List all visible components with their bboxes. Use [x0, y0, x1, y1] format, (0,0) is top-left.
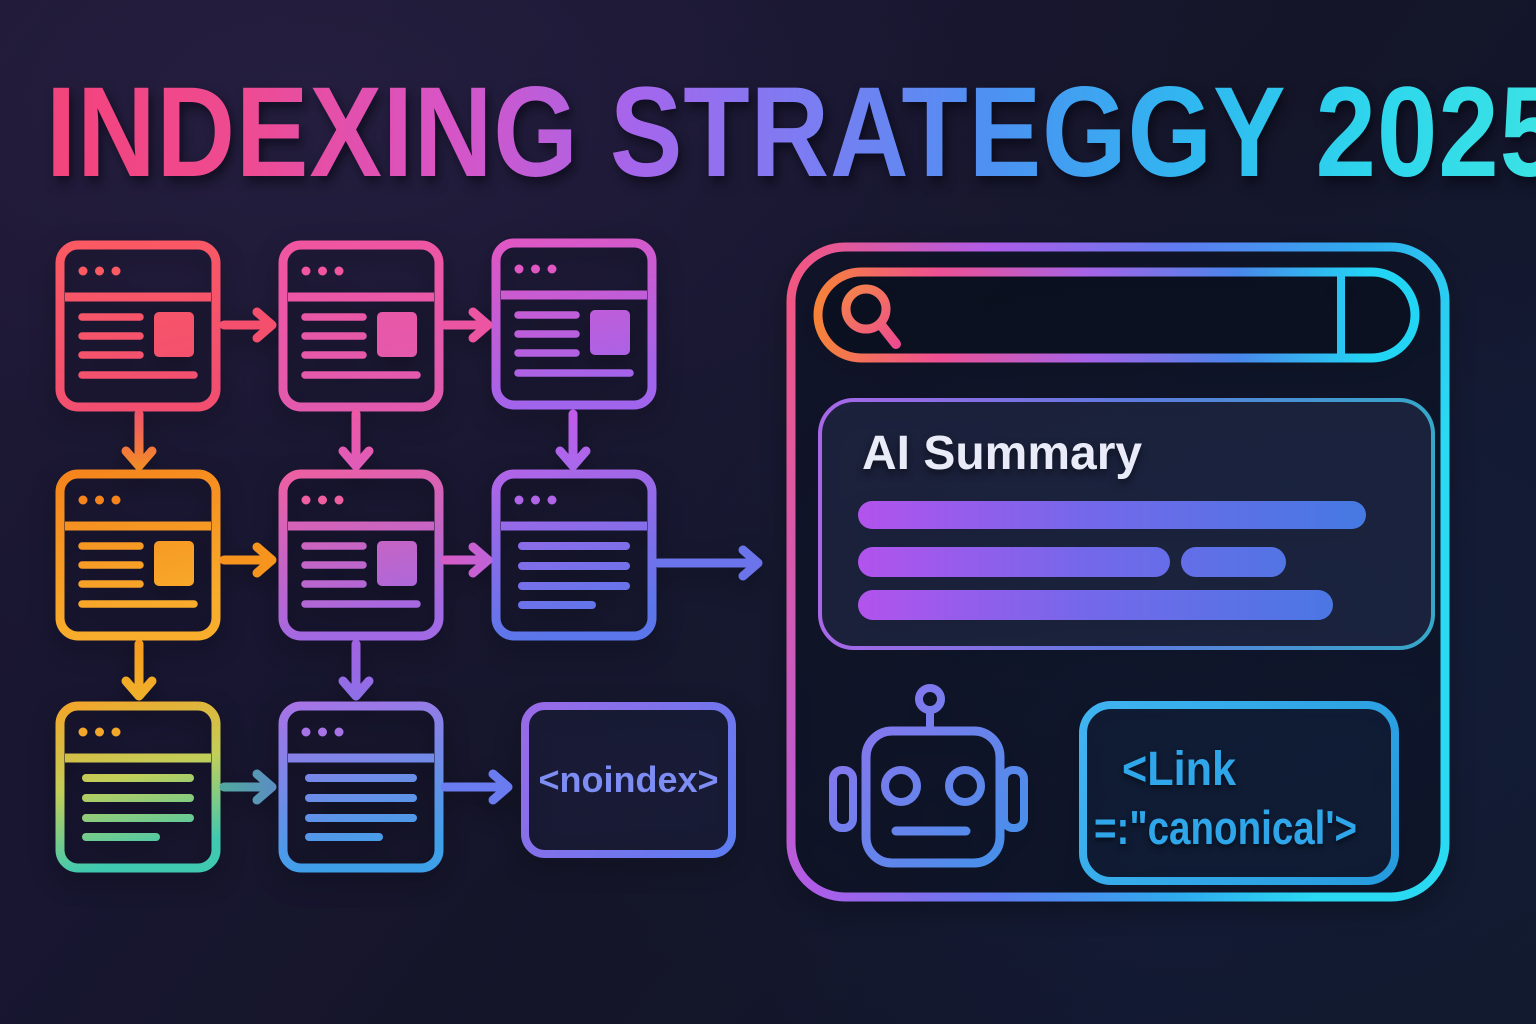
webpage-icon-r2c3 — [491, 469, 657, 641]
noindex-box — [521, 702, 736, 858]
robot-right-eye — [945, 766, 985, 806]
flow-arrow — [121, 639, 157, 701]
robot-left-ear — [829, 766, 857, 832]
webpage-icon-r1c1 — [55, 240, 221, 412]
flow-arrow — [219, 542, 277, 578]
window-dot — [514, 264, 524, 274]
window-dot — [531, 264, 540, 274]
flow-arrow — [440, 769, 513, 805]
robot-antenna-tip — [915, 684, 945, 714]
flow-arrow — [653, 545, 763, 581]
window-dot — [318, 727, 327, 737]
noindex-label: <noindex> — [538, 759, 719, 800]
window-dot — [301, 495, 311, 505]
flow-arrow — [440, 307, 493, 343]
ai-summary-skeleton-bar — [1181, 547, 1286, 577]
window-dot — [334, 495, 344, 505]
canonical-box — [1079, 701, 1399, 885]
page-image-placeholder — [377, 541, 417, 586]
window-dot — [111, 495, 121, 505]
webpage-icon-r1c2 — [278, 240, 444, 412]
window-dot — [78, 266, 88, 276]
canonical-code-line-1: <Link — [1122, 743, 1237, 796]
webpage-icon-r2c1 — [55, 469, 221, 641]
page-title: INDEXING STRATEGGY 2025 — [46, 65, 1536, 200]
window-dot — [95, 495, 104, 505]
flow-arrow — [440, 542, 493, 578]
page-image-placeholder — [590, 310, 630, 355]
window-dot — [547, 264, 557, 274]
flow-arrow — [219, 307, 277, 343]
flowchart-arrows — [121, 307, 763, 805]
window-dot — [318, 266, 327, 276]
window-dot — [78, 495, 88, 505]
ai-summary-skeleton-bar — [858, 590, 1333, 620]
window-dot — [547, 495, 557, 505]
robot-left-eye — [881, 766, 921, 806]
search-bar — [813, 267, 1420, 363]
webpage-icon-r3c2 — [278, 701, 444, 873]
webpage-icon-r1c3 — [491, 238, 657, 410]
ai-summary-title: AI Summary — [862, 427, 1143, 480]
webpage-icon-r3c1 — [55, 701, 221, 873]
flow-arrow — [555, 409, 591, 471]
window-dot — [111, 727, 121, 737]
browser-panel — [786, 242, 1450, 902]
window-dot — [514, 495, 524, 505]
window-dot — [301, 727, 311, 737]
noindex-box-border — [521, 702, 736, 858]
window-dot — [95, 727, 104, 737]
flow-arrow — [121, 409, 157, 471]
window-dot — [301, 266, 311, 276]
flow-arrow — [219, 769, 277, 805]
window-dot — [78, 727, 88, 737]
search-field — [813, 267, 1420, 363]
robot-right-ear — [1000, 766, 1028, 832]
window-dot — [318, 495, 327, 505]
window-dot — [111, 266, 121, 276]
webpage-icon-r2c2 — [278, 469, 444, 641]
ai-summary-box — [818, 398, 1435, 650]
page-image-placeholder — [377, 312, 417, 357]
canonical-code-line-2: =:"canonical'> — [1094, 801, 1358, 854]
flowchart-webpage-nodes — [55, 238, 657, 873]
ai-summary-skeleton-bar — [858, 501, 1366, 529]
window-dot — [334, 266, 344, 276]
page-image-placeholder — [154, 541, 194, 586]
robot-icon — [829, 684, 1028, 868]
window-dot — [334, 727, 344, 737]
window-dot — [95, 266, 104, 276]
page-image-placeholder — [154, 312, 194, 357]
flow-arrow — [338, 639, 374, 701]
window-dot — [531, 495, 540, 505]
ai-summary-skeleton-bar — [858, 547, 1170, 577]
canonical-box-border — [1079, 701, 1399, 885]
flow-arrow — [338, 409, 374, 471]
search-icon — [841, 284, 901, 349]
